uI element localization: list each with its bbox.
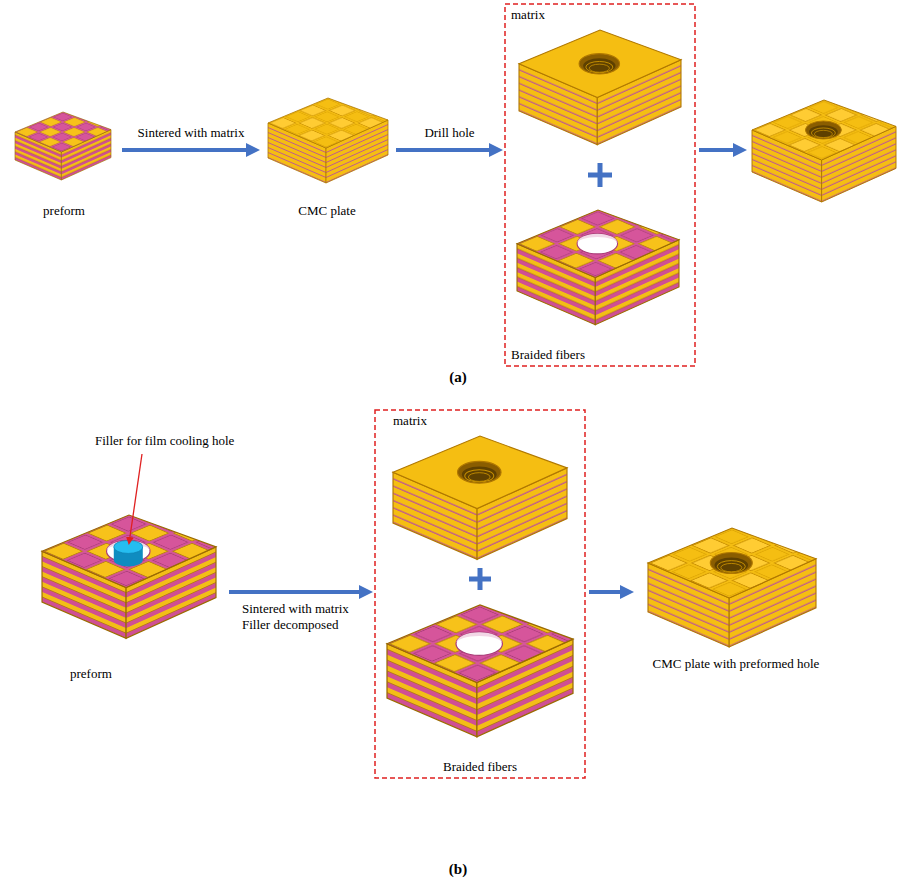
preform-filler-drawing [42,515,216,638]
plus-symbol [469,568,491,590]
node-label: CMC plate [298,203,355,219]
braided-fibers-drawing [517,210,679,325]
illustration-node: preform [35,500,225,685]
node-label: matrix [393,413,427,429]
matrix-drawing [519,30,681,145]
process-arrow [699,148,737,152]
node-label: matrix [511,7,545,23]
subfigure-caption: (b) [449,860,467,878]
dashed-frame [505,4,695,366]
dashed-frame [375,410,585,778]
node-label: Braided fibers [511,347,585,363]
preformed-plate-drawing [648,528,816,647]
preform-drawing [15,112,111,180]
process-arrow [122,148,250,152]
illustration-node: preform [10,100,118,222]
leader-line [130,454,143,540]
edge-label: Drill hole [422,125,476,141]
callout-label: Filler for film cooling hole [95,433,234,449]
illustration-node: matrix [505,4,695,176]
plus-symbol [588,163,612,187]
edge-label: Sintered with matrix Filler decomposed [240,601,362,632]
drilled-plate-drawing [752,100,896,202]
subfigure-caption: (a) [449,368,467,386]
illustration-node: CMC plate [262,92,392,222]
node-label: preform [43,203,85,219]
illustration-node: CMC plate with preformed hole [636,520,836,675]
illustration-node: Braided fibers [505,198,695,366]
illustration-node: Braided fibers [375,600,585,778]
edge-label: Sintered with matrix [136,125,247,141]
matrix-drawing [393,436,567,559]
node-label: Braided fibers [443,759,517,775]
node-label: preform [70,666,112,682]
braided-fibers-drawing [387,605,573,737]
illustration-node: matrix [375,410,585,598]
node-label: CMC plate with preformed hole [653,656,820,672]
cmc-plate-drawing [268,98,388,183]
process-arrow [589,590,624,594]
process-arrow [396,148,493,152]
process-arrow [229,590,363,594]
